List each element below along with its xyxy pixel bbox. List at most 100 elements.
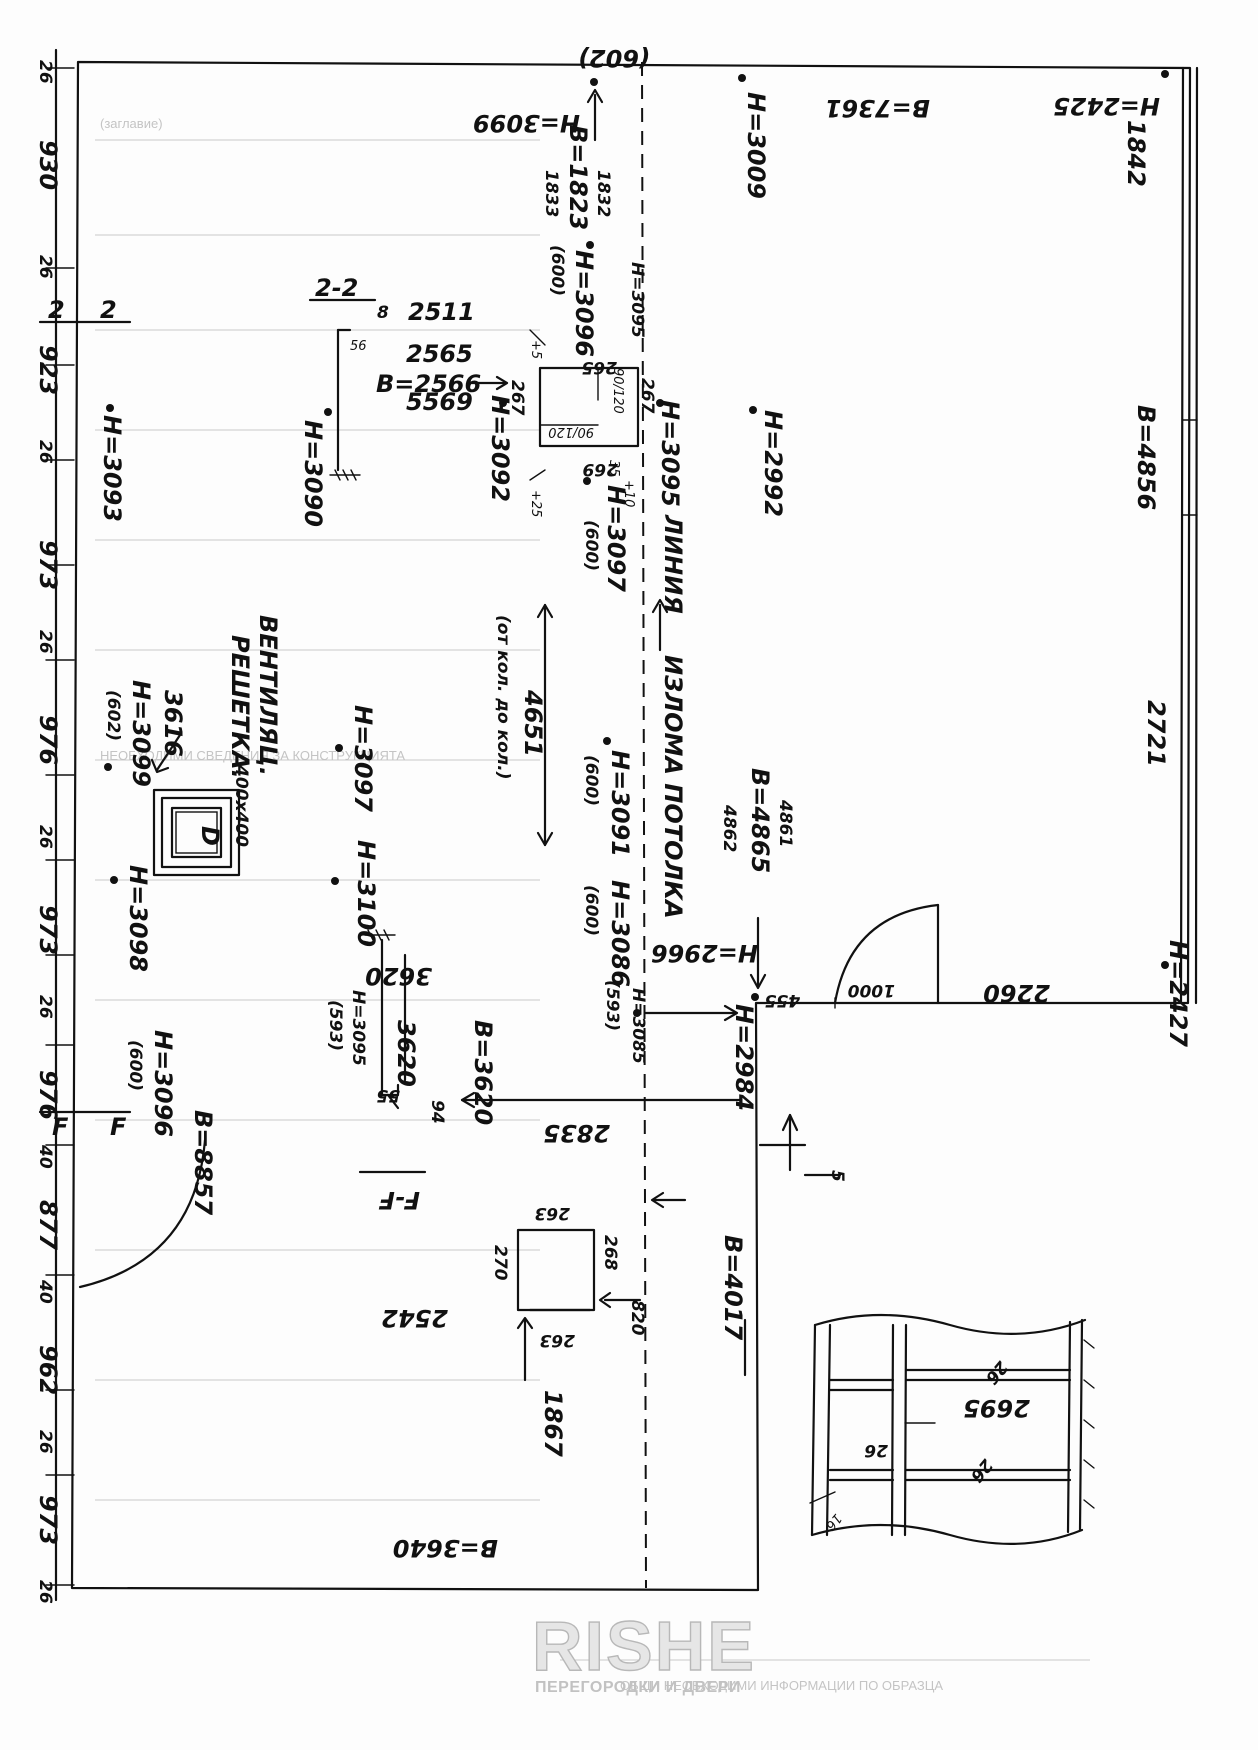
b-2566: B=2566 [376, 370, 481, 398]
section-2-right: 2 [100, 296, 117, 324]
b-1832: 1832 [593, 170, 613, 217]
b-2542: 2542 [381, 1304, 448, 1332]
h-2992: H=2992 [759, 410, 787, 517]
dim-left-2: 930 [34, 140, 62, 190]
h-2984: H=2984 [730, 1004, 758, 1111]
detail-inset: 2695 26 26 26 16 [809, 1313, 1095, 1545]
dim-left-18: 973 [34, 1495, 62, 1545]
h-2427: H=2427 [1164, 940, 1192, 1047]
d-263: 263 [535, 1203, 571, 1223]
section-2-2-bracket: 2-2 8 56 [308, 274, 389, 481]
bleed-text-1: (заглавие) [100, 116, 163, 131]
h-3097a-sub: (600) [581, 520, 601, 571]
bracket-f-f: F-F [378, 1186, 420, 1214]
bleed-through-form: (заглавие) НЕОБХОДИМИ СВЕДЕНИЯ ЗА КОНСТР… [95, 116, 1090, 1693]
b-4651: 4651 [519, 689, 547, 757]
section-5-marker: 5 [758, 1113, 847, 1182]
b-7361: B=7361 [825, 94, 930, 122]
d-8: 8 [377, 303, 389, 323]
dim-left-13: 40 [35, 1144, 55, 1169]
d-26c: 26 [966, 1455, 997, 1486]
d-820: 820 [627, 1300, 647, 1336]
h-3085-sub: (593) [602, 980, 622, 1031]
h-3099b: H=3099 [127, 680, 155, 787]
h-3093: H=3093 [98, 415, 126, 522]
b-5569: 5569 [406, 388, 473, 416]
h-3096b-sub: (600) [125, 1040, 145, 1091]
dim-left-19: 26 [35, 1580, 55, 1604]
d-267: 267 [637, 378, 657, 414]
vent-size: 400x400 [231, 764, 251, 847]
b-1000: 1000 [848, 980, 895, 1000]
d-25: +25 [528, 490, 543, 517]
d-265: 265 [582, 357, 618, 377]
b-1823: B=1823 [564, 125, 592, 230]
bleed-text-3: ОБЩИ НЕОБХОДИМИ ИНФОРМАЦИИ ПО ОБРАЗЦА [620, 1678, 943, 1693]
d-2695: 2695 [963, 1394, 1030, 1422]
h-3100: H=3100 [352, 840, 380, 947]
dim-left-9: 26 [35, 825, 55, 849]
b-3620: B=3620 [469, 1020, 497, 1125]
h-3095a: H=3095 [627, 262, 647, 338]
left-dimension-chain: 26 930 26 923 26 973 26 976 26 973 26 97… [34, 48, 75, 1604]
d-269: 269 [582, 459, 618, 479]
h-3085: H=3085 [628, 988, 648, 1064]
d-270: 270 [490, 1245, 510, 1281]
h-3096: H=3096 [570, 250, 598, 357]
b-455: 455 [765, 990, 802, 1010]
bleed-text-2: НЕОБХОДИМИ СВЕДЕНИЯ ЗА КОНСТРУКЦИЯТА [100, 748, 405, 763]
h-2966: H=2966 [651, 939, 758, 967]
dim-left-1: 26 [35, 60, 55, 84]
section-mark-f-f: F F [38, 1110, 132, 1141]
b-1842: 1842 [1122, 120, 1150, 187]
b-2721: 2721 [1142, 700, 1170, 767]
b-1867: 1867 [539, 1390, 567, 1457]
door-swing [833, 903, 940, 1009]
vent-label: ВЕНТИЛЯЦ. [254, 615, 282, 776]
h-3086-sub: (600) [581, 885, 601, 936]
break-line-label: ЛИНИЯ [659, 514, 687, 614]
d-35: 35 [606, 460, 621, 477]
d-94: 94 [427, 1100, 447, 1124]
dim-left-7: 26 [35, 630, 55, 654]
dim-left-5: 26 [35, 440, 55, 464]
watermark-brand: RISHE [532, 1607, 756, 1685]
room-outline [70, 60, 1199, 1592]
h-3099b-sub: (602) [103, 690, 123, 741]
dim-left-3: 26 [35, 255, 55, 279]
d-103: +10 [621, 480, 636, 507]
h-3097b: H=3097 [349, 705, 377, 812]
break-line-label-2: ИЗЛОМА ПОТОЛКА [659, 655, 687, 919]
d-56: 56 [350, 339, 367, 354]
rishe-watermark: RISHE ПЕРЕГОРОДКИ И ДВЕРИ [531, 1606, 756, 1696]
dim-left-4: 923 [34, 345, 62, 395]
section-2-left: 2 [48, 296, 65, 324]
d-26a: 26 [981, 1357, 1012, 1388]
section-5-label: 5 [827, 1170, 847, 1182]
h-3091-sub: (600) [581, 755, 601, 806]
dim-left-14: 877 [34, 1200, 62, 1250]
watermark-tagline: ПЕРЕГОРОДКИ И ДВЕРИ [535, 1679, 741, 1696]
h-top-left-sub: (602) [578, 44, 650, 72]
d-90-120b: 90/120 [548, 424, 594, 439]
b-4856: B=4856 [1132, 405, 1160, 510]
h-top-left: H=3099 [473, 109, 580, 137]
d-26b: 26 [864, 1440, 888, 1460]
b-2835: 2835 [543, 1119, 610, 1147]
h-3098: H=3098 [124, 865, 152, 972]
b-1833: 1833 [541, 170, 561, 217]
dim-left-15: 40 [35, 1279, 55, 1304]
d-15: +5 [528, 340, 543, 359]
h-3097a: H=3097 [602, 485, 630, 592]
dim-left-17: 26 [35, 1430, 55, 1454]
section-f-left: F [52, 1113, 69, 1141]
b-2260: 2260 [983, 979, 1050, 1007]
d-55: 55 [376, 1085, 400, 1105]
b-2565: 2565 [406, 340, 473, 368]
d-263b: 263 [540, 1330, 576, 1350]
dim-left-11: 26 [35, 995, 55, 1019]
vent-grille: D [152, 788, 241, 877]
h-3090: H=3090 [299, 420, 327, 527]
h-3091: H=3091 [606, 750, 634, 857]
